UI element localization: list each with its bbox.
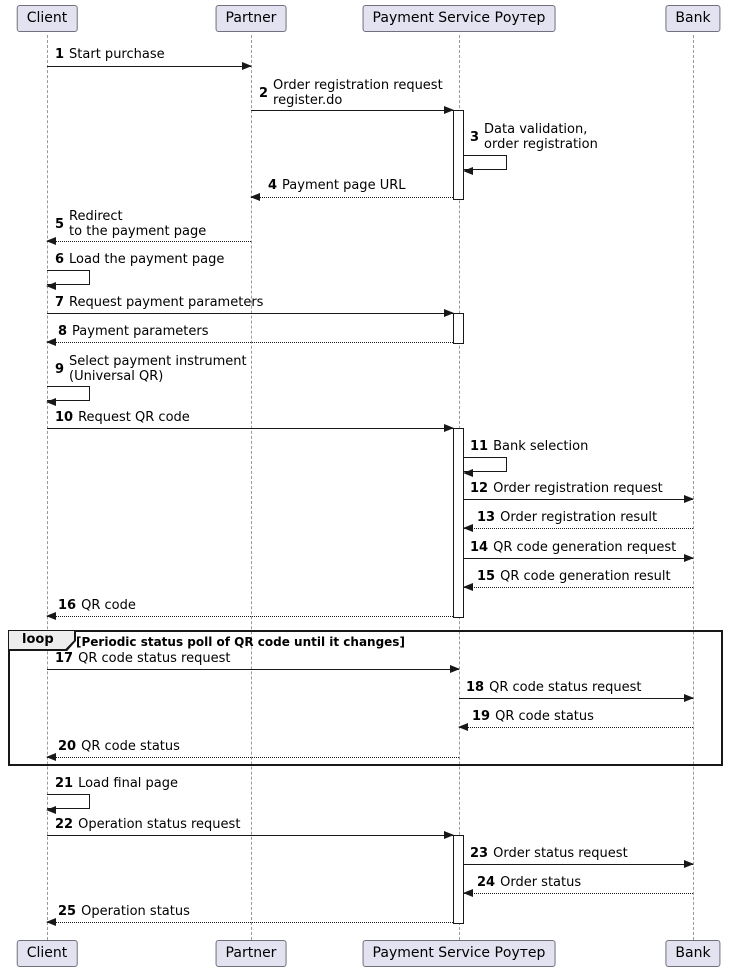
arrowhead-right (684, 495, 694, 503)
arrowhead-left (46, 753, 56, 761)
arrowhead-left (463, 468, 473, 477)
arrowhead-right (444, 309, 454, 317)
arrowhead-left (46, 805, 56, 814)
message-8-arrow (46, 338, 453, 346)
loop-keyword-tag: loop (8, 630, 76, 651)
message-13-arrow (463, 524, 693, 532)
arrowhead-right (684, 860, 694, 868)
arrowhead-left (46, 338, 56, 346)
participant-client-top: Client (16, 5, 78, 32)
message-2-arrow (251, 106, 454, 114)
message-25-arrow (46, 918, 453, 926)
message-17-arrow (47, 665, 460, 673)
lifeline-partner (251, 35, 252, 940)
arrowhead-left (46, 397, 56, 406)
arrowhead-left (46, 612, 56, 620)
participant-bank-top: Bank (665, 5, 721, 32)
message-10-arrow (47, 424, 454, 432)
message-16-arrow (46, 612, 453, 620)
arrowhead-right (450, 665, 460, 673)
message-12-arrow (464, 495, 694, 503)
lifeline-bank (693, 35, 694, 940)
loop-frame: loop [Periodic status poll of QR code un… (8, 630, 723, 766)
arrowhead-right (444, 424, 454, 432)
arrowhead-left (250, 193, 260, 201)
message-15-arrow (463, 583, 693, 591)
message-11-self-arrow (463, 457, 507, 477)
participant-partner-top: Partner (215, 5, 287, 32)
arrowhead-right (684, 554, 694, 562)
loop-condition: [Periodic status poll of QR code until i… (76, 635, 405, 649)
message-3-self-arrow (463, 155, 507, 175)
activation-bar-parameters (453, 313, 464, 344)
message-22-arrow (47, 831, 454, 839)
arrowhead-left (46, 918, 56, 926)
arrowhead-left (46, 281, 56, 290)
participant-bank-bottom: Bank (665, 940, 721, 967)
message-19-arrow (458, 723, 693, 731)
arrowhead-right (242, 62, 252, 70)
arrowhead-left (458, 723, 468, 731)
participant-partner-bottom: Partner (215, 940, 287, 967)
participant-payment-service-router-bottom: Payment Service Роутер (362, 940, 556, 967)
loop-keyword: loop (9, 631, 74, 649)
participant-client-bottom: Client (16, 940, 78, 967)
arrowhead-left (46, 237, 56, 245)
arrowhead-left (463, 583, 473, 591)
arrowhead-left (463, 889, 473, 897)
message-4-arrow (250, 193, 453, 201)
message-18-arrow (459, 694, 694, 702)
message-21-self-arrow (46, 794, 90, 814)
arrowhead-left (463, 524, 473, 532)
message-24-arrow (463, 889, 693, 897)
message-9-self-arrow (46, 386, 90, 406)
participant-payment-service-router-top: Payment Service Роутер (362, 5, 556, 32)
activation-bar-register (453, 110, 464, 200)
message-23-arrow (464, 860, 694, 868)
activation-bar-qr (453, 428, 464, 618)
lifeline-client (47, 35, 48, 940)
message-14-arrow (464, 554, 694, 562)
arrowhead-right (444, 831, 454, 839)
arrowhead-left (463, 166, 473, 175)
activation-bar-status (453, 835, 464, 924)
message-7-arrow (47, 309, 454, 317)
arrowhead-right (444, 106, 454, 114)
message-20-arrow (46, 753, 459, 761)
arrowhead-right (684, 694, 694, 702)
message-5-arrow (46, 237, 251, 245)
message-1-arrow (47, 62, 252, 70)
message-6-self-arrow (46, 270, 90, 290)
